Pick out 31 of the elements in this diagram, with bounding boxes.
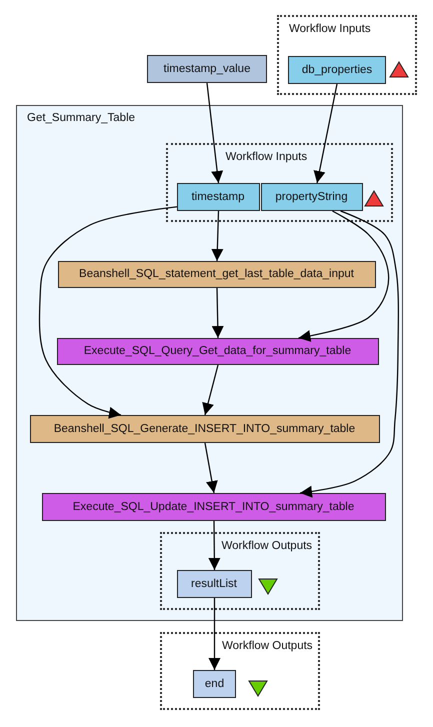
arrow [298,210,390,342]
group-title: Workflow Inputs [289,23,371,35]
arrow [202,364,219,416]
process-box: Beanshell_SQL_Generate_INSERT_INTO_summary_table [30,414,380,442]
process-box: db_properties [288,56,386,84]
subworkflow-panel [16,105,403,621]
process-box: timestamp [176,182,260,210]
process-box: Execute_SQL_Update_INSERT_INTO_summary_table [42,492,386,520]
group-title: Workflow Inputs [226,150,308,162]
process-box: resultList [176,570,252,598]
arrow [314,84,338,184]
arrow [38,206,178,419]
arrow [206,82,224,184]
group-title: Workflow Outputs [222,640,313,652]
arrow [208,598,220,670]
process-box: propertyString [260,182,362,210]
arrow [204,442,218,494]
workflow-port-group [277,15,417,95]
arrow [208,521,220,570]
workflow-port-group [166,142,392,222]
arrow [212,288,224,338]
process-box: Beanshell_SQL_statement_get_last_table_data_input [58,260,376,288]
group-title: Get_Summary_Table [27,112,136,124]
process-box: end [193,670,236,698]
arrow [211,210,224,262]
arrow [300,210,399,498]
group-title: Workflow Outputs [222,540,312,552]
workflow-port-group [160,532,320,610]
process-box: timestamp_value [147,55,267,83]
process-box: Execute_SQL_Query_Get_data_for_summary_table [56,338,378,364]
workflow-port-group [160,632,320,710]
